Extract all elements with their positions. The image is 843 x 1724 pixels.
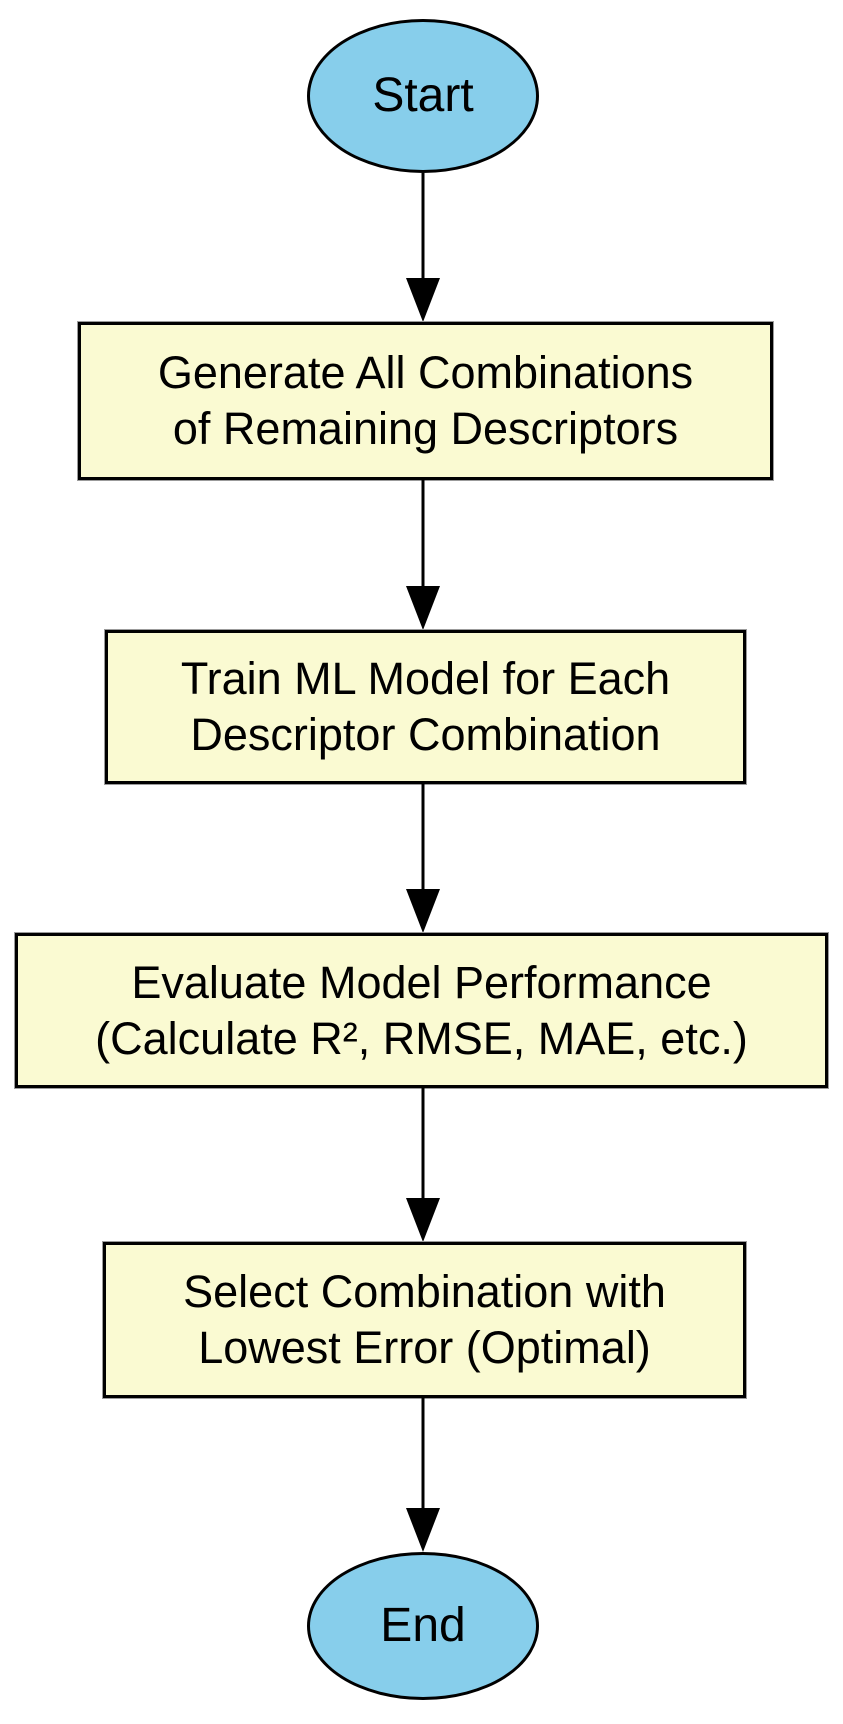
arrow-shaft <box>421 173 425 282</box>
flowchart-node-train-model: Train ML Model for Each Descriptor Combi… <box>104 629 747 785</box>
node-label-end: End <box>380 1599 466 1653</box>
flowchart-node-select-combination: Select Combination with Lowest Error (Op… <box>102 1241 747 1399</box>
arrow-shaft <box>421 480 425 590</box>
arrow-shaft <box>421 1398 425 1512</box>
flowchart-node-start: Start <box>307 19 539 173</box>
node-label-generate-combinations: Generate All Combinations of Remaining D… <box>157 347 694 454</box>
node-label-select-combination: Select Combination with Lowest Error (Op… <box>183 1266 666 1373</box>
flow-arrow-select-to-end <box>406 1398 440 1552</box>
flowchart-node-generate-combinations: Generate All Combinations of Remaining D… <box>77 321 774 481</box>
arrow-head-icon <box>406 1508 440 1552</box>
flowchart-node-evaluate-performance: Evaluate Model Performance (Calculate R²… <box>14 932 829 1089</box>
flow-arrow-start-to-generate <box>406 173 440 322</box>
arrow-shaft <box>421 784 425 893</box>
node-label-evaluate-performance: Evaluate Model Performance (Calculate R²… <box>95 956 748 1064</box>
node-label-start: Start <box>372 69 474 123</box>
arrow-head-icon <box>406 278 440 322</box>
flow-arrow-train-to-evaluate <box>406 784 440 933</box>
node-label-train-model: Train ML Model for Each Descriptor Combi… <box>180 653 671 760</box>
arrow-head-icon <box>406 1198 440 1242</box>
flow-arrow-evaluate-to-select <box>406 1088 440 1242</box>
arrow-head-icon <box>406 586 440 630</box>
flow-arrow-generate-to-train <box>406 480 440 630</box>
arrow-shaft <box>421 1088 425 1202</box>
arrow-head-icon <box>406 889 440 933</box>
flowchart-node-end: End <box>307 1552 539 1700</box>
